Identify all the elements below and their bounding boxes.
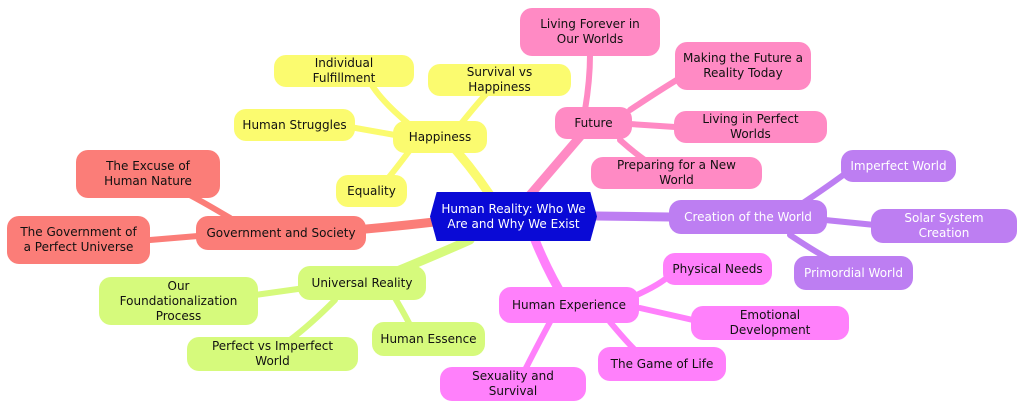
connector-perfect-vs-imperfect bbox=[287, 297, 338, 343]
node-survival-vs-happiness[interactable]: Survival vs Happiness bbox=[428, 64, 571, 96]
connector-solar-system bbox=[822, 217, 878, 228]
node-sexuality-and-survival[interactable]: Sexuality and Survival bbox=[440, 367, 586, 401]
connector-creation bbox=[591, 211, 675, 222]
connector-sexuality-survival bbox=[522, 319, 553, 373]
central-topic[interactable]: Human Reality: Who We Are and Why We Exi… bbox=[430, 192, 597, 241]
branch-human-experience[interactable]: Human Experience bbox=[499, 287, 639, 323]
node-perfect-vs-imperfect-world[interactable]: Perfect vs Imperfect World bbox=[187, 337, 358, 371]
node-physical-needs[interactable]: Physical Needs bbox=[663, 253, 772, 285]
connector-individual-fulfillment bbox=[367, 79, 413, 128]
connector-perfect-worlds bbox=[627, 121, 678, 130]
node-living-forever[interactable]: Living Forever in Our Worlds bbox=[520, 8, 660, 56]
node-emotional-development[interactable]: Emotional Development bbox=[691, 306, 849, 340]
node-human-essence[interactable]: Human Essence bbox=[372, 322, 485, 356]
branch-creation-of-the-world[interactable]: Creation of the World bbox=[669, 200, 827, 234]
connector-government-perfect-universe bbox=[147, 233, 201, 243]
connector-government bbox=[350, 217, 439, 235]
branch-future[interactable]: Future bbox=[555, 107, 632, 139]
node-solar-system-creation[interactable]: Solar System Creation bbox=[871, 209, 1017, 243]
connector-game-of-life bbox=[607, 319, 638, 353]
connector-human-essence bbox=[392, 295, 413, 328]
connector-human-struggles bbox=[347, 124, 398, 138]
connector-living-forever bbox=[582, 52, 593, 113]
node-individual-fulfillment[interactable]: Individual Fulfillment bbox=[274, 55, 414, 87]
node-making-future-reality[interactable]: Making the Future a Reality Today bbox=[675, 42, 811, 90]
connector-emotional-development bbox=[637, 305, 696, 323]
node-living-perfect-worlds[interactable]: Living in Perfect Worlds bbox=[674, 111, 827, 143]
node-preparing-new-world[interactable]: Preparing for a New World bbox=[591, 157, 762, 189]
node-game-of-life[interactable]: The Game of Life bbox=[598, 347, 726, 381]
branch-happiness[interactable]: Happiness bbox=[393, 121, 487, 153]
node-equality[interactable]: Equality bbox=[336, 175, 407, 207]
branch-universal-reality[interactable]: Universal Reality bbox=[298, 266, 426, 300]
connector-making-future bbox=[627, 75, 683, 113]
node-excuse-of-human-nature[interactable]: The Excuse of Human Nature bbox=[76, 150, 220, 198]
node-human-struggles[interactable]: Human Struggles bbox=[234, 109, 355, 141]
node-primordial-world[interactable]: Primordial World bbox=[794, 256, 913, 290]
branch-government-and-society[interactable]: Government and Society bbox=[196, 216, 366, 250]
node-government-perfect-universe[interactable]: The Government of a Perfect Universe bbox=[7, 216, 150, 264]
node-foundationalization-process[interactable]: Our Foundationalization Process bbox=[99, 277, 258, 325]
connector-foundationalization bbox=[252, 285, 308, 298]
node-imperfect-world[interactable]: Imperfect World bbox=[841, 150, 956, 182]
